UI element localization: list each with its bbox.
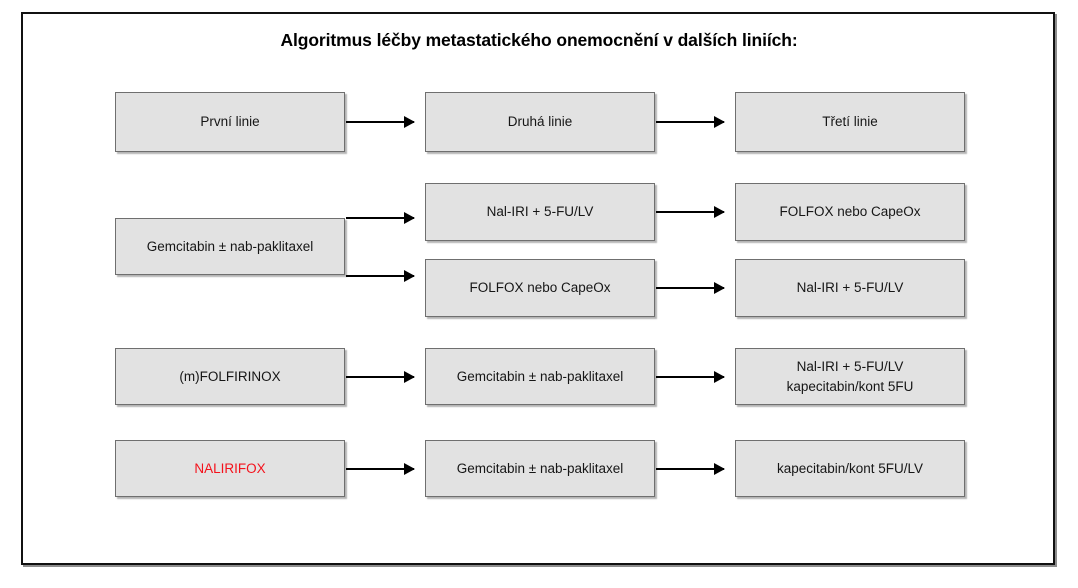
arrow-r4-c1-c2 [346, 468, 414, 470]
node-r4-third-line[interactable]: kapecitabin/kont 5FU/LV [735, 440, 965, 497]
node-label: Nal-IRI + 5-FU/LV [796, 280, 904, 296]
node-label: Gemcitabin ± nab-paklitaxel [146, 238, 314, 254]
node-label-line-1: Nal-IRI + 5-FU/LV [796, 358, 904, 374]
node-label: NALIRIFOX [194, 460, 266, 476]
arrow-r1-c2-c3 [656, 121, 724, 123]
node-col1-header[interactable]: První linie [115, 92, 345, 152]
node-r2-first-line[interactable]: Gemcitabin ± nab-paklitaxel [115, 218, 345, 275]
node-label: Třetí linie [822, 114, 878, 130]
node-label: FOLFOX nebo CapeOx [469, 280, 611, 296]
node-col3-header[interactable]: Třetí linie [735, 92, 965, 152]
arrow-r4-c2-c3 [656, 468, 724, 470]
node-r2-second-line-a[interactable]: Nal-IRI + 5-FU/LV [425, 183, 655, 241]
node-label-line-2: kapecitabin/kont 5FU [786, 378, 914, 394]
node-r2-second-line-b[interactable]: FOLFOX nebo CapeOx [425, 259, 655, 317]
node-label: (m)FOLFIRINOX [179, 368, 281, 384]
node-label: kapecitabin/kont 5FU/LV [776, 460, 924, 476]
node-label: Nal-IRI + 5-FU/LV [486, 204, 594, 220]
node-r2-third-line-b[interactable]: Nal-IRI + 5-FU/LV [735, 259, 965, 317]
arrow-r2-c1-c2b [346, 275, 414, 277]
node-col2-header[interactable]: Druhá linie [425, 92, 655, 152]
node-r4-second-line[interactable]: Gemcitabin ± nab-paklitaxel [425, 440, 655, 497]
arrow-r1-c1-c2 [346, 121, 414, 123]
page-title: Algoritmus léčby metastatického onemocně… [280, 30, 798, 50]
node-r3-third-line[interactable]: Nal-IRI + 5-FU/LV kapecitabin/kont 5FU [735, 348, 965, 405]
node-label: Gemcitabin ± nab-paklitaxel [456, 368, 624, 384]
arrow-r2-c1-c2a [346, 217, 414, 219]
node-label: FOLFOX nebo CapeOx [779, 204, 921, 220]
arrow-r3-c1-c2 [346, 376, 414, 378]
arrow-r3-c2-c3 [656, 376, 724, 378]
node-r2-third-line-a[interactable]: FOLFOX nebo CapeOx [735, 183, 965, 241]
node-r4-first-line[interactable]: NALIRIFOX [115, 440, 345, 497]
arrow-r2-c2b-c3b [656, 287, 724, 289]
node-label: Druhá linie [507, 114, 573, 130]
node-r3-first-line[interactable]: (m)FOLFIRINOX [115, 348, 345, 405]
node-r3-second-line[interactable]: Gemcitabin ± nab-paklitaxel [425, 348, 655, 405]
node-label: Gemcitabin ± nab-paklitaxel [456, 460, 624, 476]
arrow-r2-c2a-c3a [656, 211, 724, 213]
node-label: První linie [200, 114, 260, 130]
